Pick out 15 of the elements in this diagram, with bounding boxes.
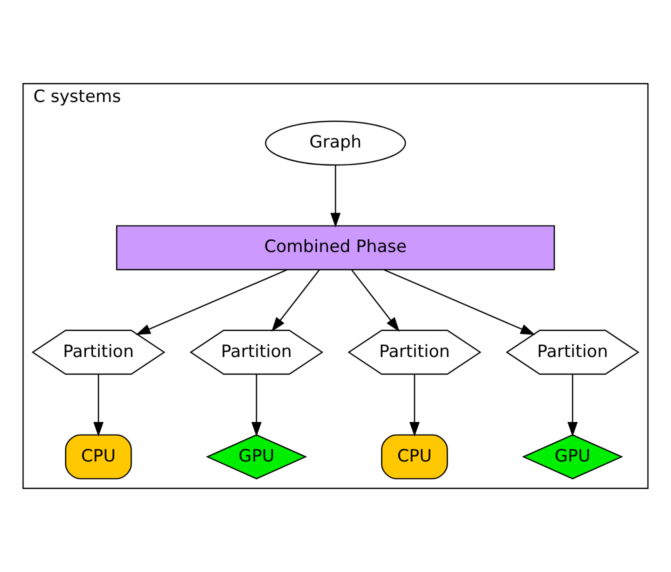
arrow	[384, 269, 536, 335]
arrow	[136, 269, 288, 335]
node-diamond: GPU	[206, 434, 308, 480]
arrow	[251, 374, 262, 437]
arrow	[351, 270, 400, 332]
arrow	[271, 270, 320, 332]
node-diamond: GPU	[522, 434, 624, 480]
arrow	[409, 374, 420, 437]
node-box: Combined Phase	[116, 225, 555, 270]
node-ellipse: Graph	[265, 120, 406, 166]
arrow	[567, 374, 578, 437]
node-box: CPU	[381, 434, 448, 480]
arrow	[330, 166, 341, 228]
node-box: CPU	[65, 434, 132, 480]
arrow	[93, 374, 104, 437]
